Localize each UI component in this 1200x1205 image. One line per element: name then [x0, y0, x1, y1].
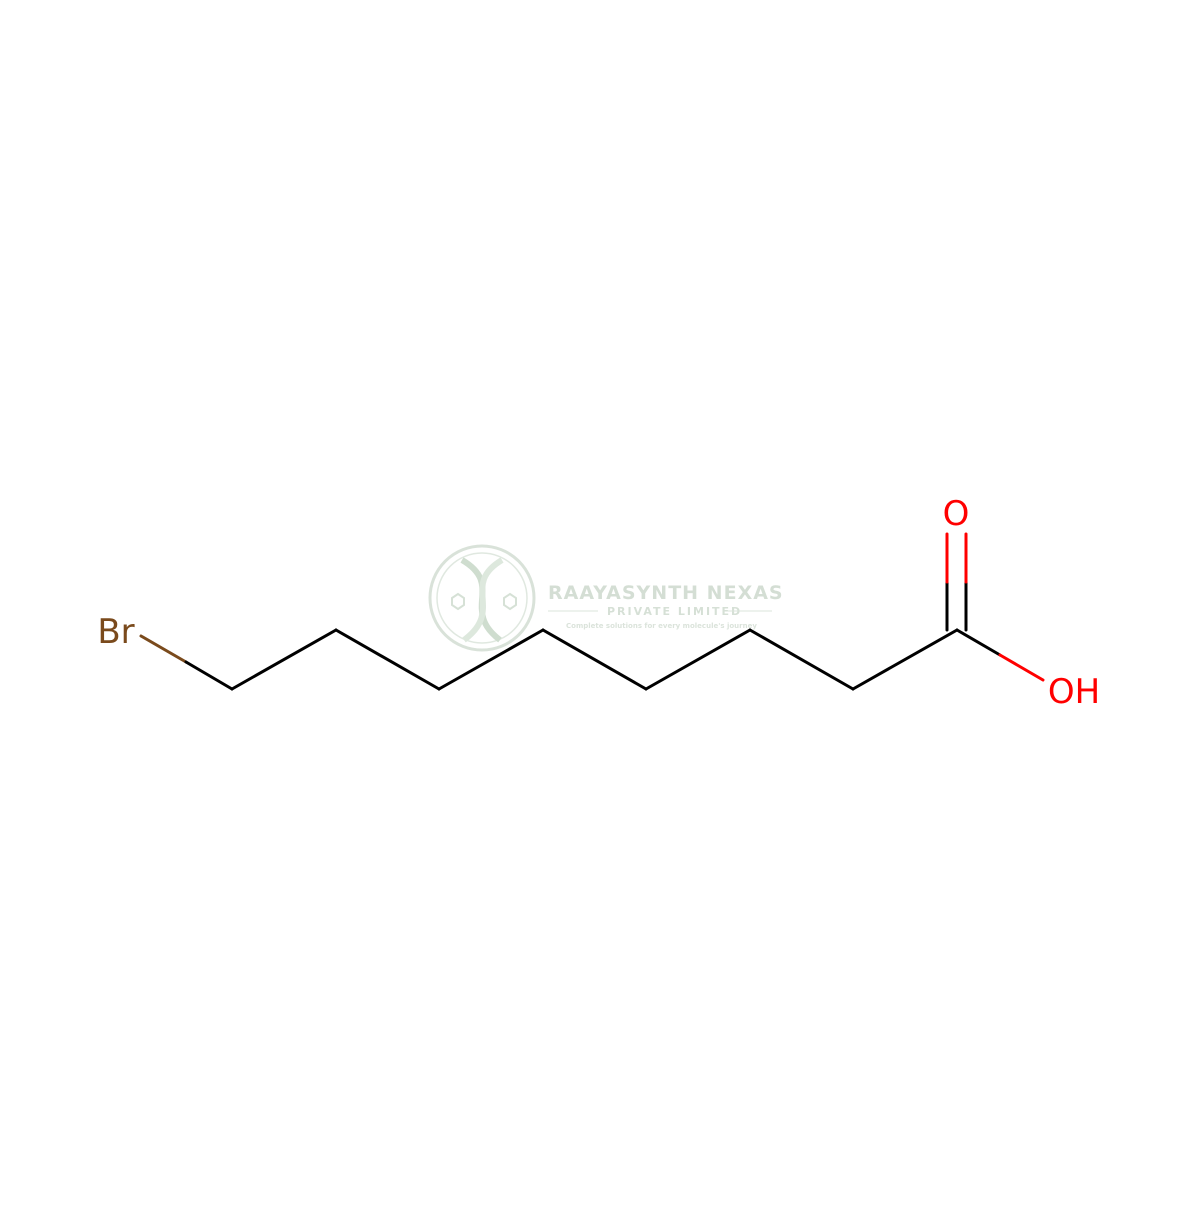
carbonyl-oxygen-label: O [943, 494, 970, 534]
bond-c3-c2 [748, 628, 855, 691]
bromine-atom-label: Br [97, 612, 134, 652]
bond-c8-c7 [230, 628, 338, 691]
watermark-subtitle: PRIVATE LIMITED [607, 605, 742, 618]
dna-helix-logo-icon [428, 544, 536, 652]
watermark-tagline: Complete solutions for every molecule's … [566, 622, 757, 630]
bond-c7-c6 [334, 628, 441, 691]
watermark-title: RAAYASYNTH NEXAS [548, 582, 784, 604]
bond-c6-c5 [437, 628, 545, 691]
atom-labels: Br O OH [97, 494, 1100, 712]
bond-br-c8-carbon-half [184, 660, 234, 691]
bond-c1-oh-oxygen-half [998, 653, 1045, 682]
bond-c1-oh-carbon-half [955, 628, 1002, 657]
hydroxyl-label: OH [1048, 672, 1100, 712]
bond-br-c8-bromine-half [139, 634, 188, 664]
bonds [139, 532, 1045, 691]
bond-c5-c4 [541, 628, 648, 691]
watermark: RAAYASYNTH NEXAS PRIVATE LIMITED Complet… [428, 544, 784, 652]
bond-c2-c1 [851, 628, 959, 691]
bond-c4-c3 [644, 628, 752, 691]
